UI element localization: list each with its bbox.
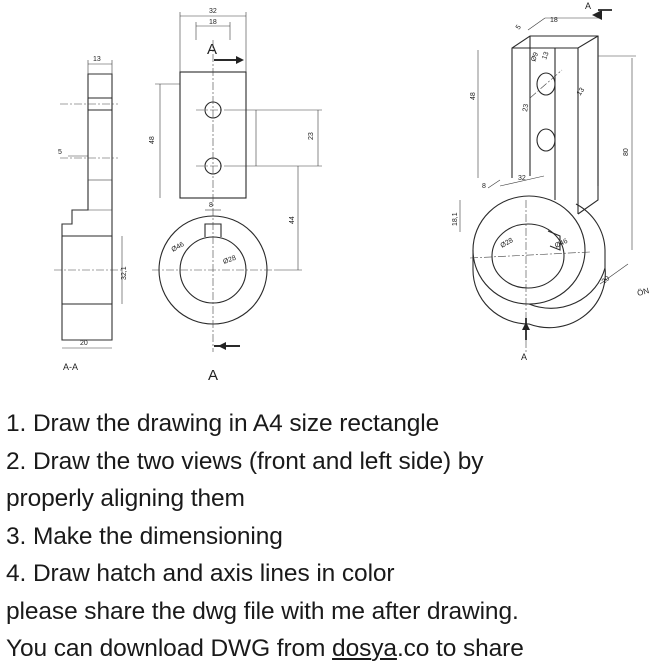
iso-dim-boss-height: 18,1 [452, 212, 459, 226]
isometric-view: 5 18 A Ø9 13 48 23 13 80 8 32 18,1 Ø28 Ø… [452, 1, 650, 362]
instruction-3: 3. Make the dimensioning [6, 522, 283, 550]
iso-section-letter-top: A [585, 1, 591, 11]
instruction-2-cont: properly aligning them [6, 485, 245, 512]
download-suffix: .co to share [396, 635, 524, 662]
iso-section-letter-bottom: A [521, 352, 527, 362]
iso-dim-hole-spacing: 23 [522, 103, 530, 112]
iso-dim-offset: 13 [541, 51, 550, 61]
instruction-1: 1. Draw the drawing in A4 size rectangle [6, 410, 440, 437]
section-caption: A-A [63, 362, 78, 372]
front-dim-height: 48 [149, 136, 156, 144]
front-dim-outer-dia: Ø46 [171, 241, 186, 254]
dosya-link-part-2[interactable]: ya [371, 635, 397, 662]
iso-marker: ÖN [636, 286, 650, 298]
dosya-link[interactable]: dosya [332, 635, 397, 662]
instructions: 1. Draw the drawing in A4 size rectangle… [6, 405, 658, 668]
iso-dim-slot: 5 [515, 24, 523, 31]
iso-dim-side: 13 [576, 87, 586, 97]
iso-dim-outer-dia: Ø46 [554, 238, 569, 250]
iso-dim-top-width: 18 [550, 17, 558, 24]
section-dim-top-width: 13 [93, 56, 101, 63]
download-note: You can download DWG from dosya.co to sh… [6, 630, 658, 668]
instruction-4: 4. Draw hatch and axis lines in color [6, 560, 395, 587]
front-dim-inner-dia: Ø28 [222, 255, 237, 266]
front-dim-overall-width: 32 [209, 8, 217, 15]
iso-dim-keyway: 8 [482, 183, 486, 190]
iso-dim-total-height: 80 [623, 148, 630, 156]
iso-dim-inner-dia: Ø28 [500, 237, 515, 250]
section-dim-step: 5 [58, 149, 62, 156]
technical-drawing: 13 5 32,1 20 A-A 32 18 A A [54, 1, 650, 384]
section-dim-lower-height: 32,1 [121, 266, 128, 280]
front-dim-center-distance: 44 [289, 216, 296, 224]
share-request: please share the dwg file with me after … [6, 597, 519, 625]
front-dim-keyway: 8 [209, 202, 213, 209]
front-section-letter-top: A [207, 41, 217, 58]
dosya-link-part-1[interactable]: dos [332, 635, 372, 662]
front-section-letter-bottom: A [208, 367, 218, 384]
iso-dim-width: 32 [518, 175, 526, 182]
iso-dim-thickness: 20 [601, 275, 612, 285]
front-view: 32 18 A A 48 23 44 8 Ø46 Ø28 [149, 8, 322, 384]
iso-dim-upright-height: 48 [470, 92, 477, 100]
section-view: 13 5 32,1 20 A-A [54, 56, 128, 372]
iso-dim-hole-dia: Ø9 [530, 51, 540, 62]
front-dim-inner-width: 18 [209, 19, 217, 26]
instruction-2: 2. Draw the two views (front and left si… [6, 447, 484, 475]
section-dim-base-width: 20 [80, 340, 88, 347]
download-prefix: You can download DWG from [6, 635, 333, 662]
front-dim-hole-spacing: 23 [308, 132, 315, 140]
